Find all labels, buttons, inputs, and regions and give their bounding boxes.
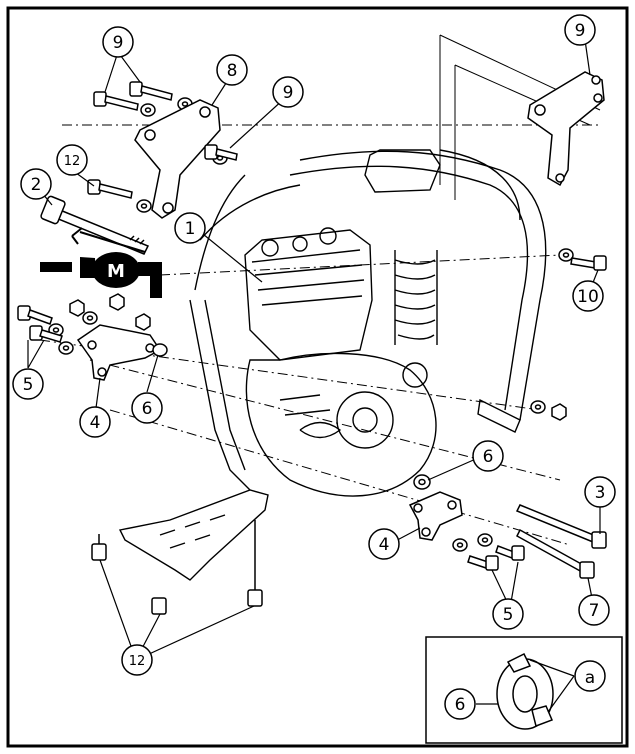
bolt-10-icon xyxy=(87,179,133,199)
grease-symbol: M xyxy=(40,227,162,298)
svg-text:5: 5 xyxy=(23,375,34,395)
bracket-8-right-icon xyxy=(527,71,605,187)
svg-text:2: 2 xyxy=(31,175,42,195)
detail-inset: 6 a xyxy=(425,636,623,744)
engine-and-frame xyxy=(39,34,601,581)
bolt-2-icon xyxy=(40,195,150,255)
bracket-4-left-icon xyxy=(76,324,162,381)
svg-text:9: 9 xyxy=(283,83,294,103)
svg-text:6: 6 xyxy=(455,695,466,715)
callout-2: 2 xyxy=(20,168,52,200)
bracket-8-left-icon xyxy=(134,99,221,219)
callout-9b: 9 xyxy=(272,76,304,108)
svg-text:9: 9 xyxy=(113,33,124,53)
callout-8a: 8 xyxy=(216,54,248,86)
diagram-frame xyxy=(6,6,629,748)
bolt-7-icon xyxy=(516,528,595,579)
svg-text:12: 12 xyxy=(129,654,146,669)
svg-text:6: 6 xyxy=(483,447,494,467)
callout-6b: 6 xyxy=(472,440,504,472)
callout-10: 12 xyxy=(56,144,88,176)
svg-text:9: 9 xyxy=(575,21,586,41)
callout-4b: 4 xyxy=(368,528,400,560)
callout-4a: 4 xyxy=(79,406,111,438)
bolt-3-icon xyxy=(515,504,607,549)
grease-letter: M xyxy=(107,261,125,282)
bolt-5-right-icon xyxy=(467,545,525,571)
nut-icons xyxy=(69,293,567,421)
callouts: 9 8 9 9 12 2 1 10 5 4 6 6 3 4 5 7 12 xyxy=(12,14,616,676)
callout-9c: 10 xyxy=(572,280,604,312)
callout-6a: 6 xyxy=(131,392,163,424)
callout-5a: 5 xyxy=(12,368,44,400)
svg-text:6: 6 xyxy=(142,399,153,419)
svg-text:3: 3 xyxy=(595,483,606,503)
bolt-12-icons xyxy=(91,520,263,615)
parts xyxy=(17,71,607,615)
bolt-9-mid-icon xyxy=(204,144,238,161)
svg-text:7: 7 xyxy=(589,601,600,621)
svg-text:4: 4 xyxy=(90,413,101,433)
svg-text:5: 5 xyxy=(503,605,514,625)
callout-12: 12 xyxy=(121,644,153,676)
washer-icons xyxy=(48,97,574,552)
callout-3: 3 xyxy=(584,476,616,508)
svg-text:8: 8 xyxy=(227,61,238,81)
svg-text:10: 10 xyxy=(577,287,599,307)
bolt-9-icon xyxy=(93,81,173,111)
svg-text:a: a xyxy=(585,668,595,688)
callout-6c: 6 xyxy=(444,688,476,720)
callout-1: 1 xyxy=(174,212,206,244)
callout-a: a xyxy=(574,660,606,692)
callout-9a: 9 xyxy=(102,26,134,58)
svg-text:12: 12 xyxy=(64,154,81,169)
svg-text:1: 1 xyxy=(185,219,196,239)
callout-5b: 5 xyxy=(492,598,524,630)
bolt-5-left-icon xyxy=(17,305,63,343)
svg-text:4: 4 xyxy=(379,535,390,555)
callout-7: 7 xyxy=(578,594,610,626)
bolt-9-right-icon xyxy=(570,255,607,271)
bracket-4-right-icon xyxy=(408,491,463,541)
callout-8b: 9 xyxy=(564,14,596,46)
